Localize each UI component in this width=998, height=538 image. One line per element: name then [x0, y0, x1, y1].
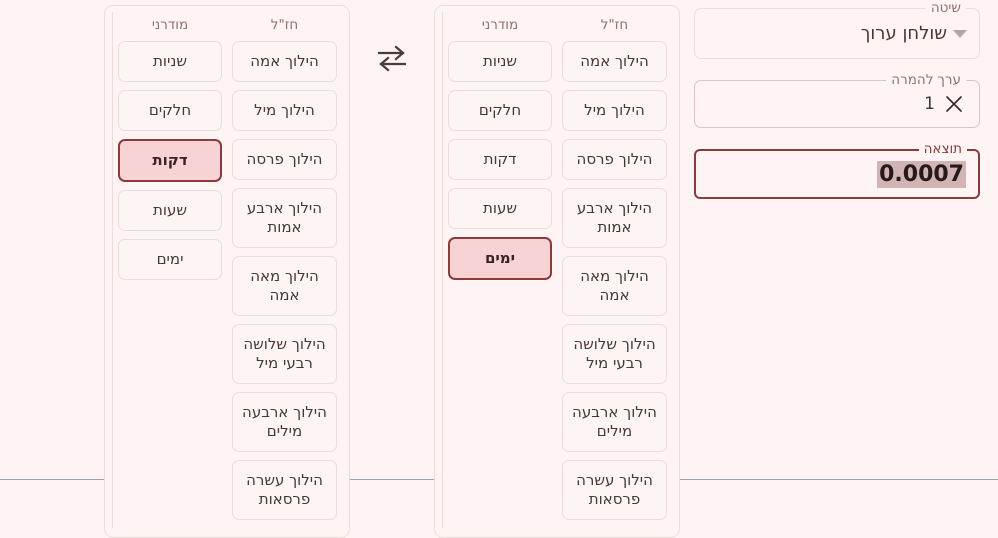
- unit-option[interactable]: ימים: [118, 239, 222, 280]
- result-field-label: תוצאה: [918, 141, 967, 157]
- swap-horizontal-icon: [375, 43, 409, 73]
- unit-option[interactable]: חלקים: [118, 90, 222, 131]
- target-modern-column: מודרני שניות חלקים דקות שעות ימים: [112, 12, 227, 528]
- unit-option[interactable]: הילוך מאה אמה: [562, 256, 667, 316]
- unit-option[interactable]: הילוך ארבעה מילים: [562, 392, 667, 452]
- unit-option[interactable]: הילוך פרסה: [232, 139, 337, 180]
- unit-option[interactable]: שניות: [448, 41, 552, 82]
- controls-column: שיטה שולחן ערוך ערך להמרה 1 תוצאה 0.0007: [680, 0, 998, 220]
- source-chazal-list: הילוך אמה הילוך מיל הילוך פרסה הילוך ארבע א…: [562, 41, 667, 528]
- target-modern-header: מודרני: [151, 17, 189, 33]
- target-chazal-header: חז"ל: [270, 17, 299, 33]
- unit-option[interactable]: ימים: [448, 237, 552, 280]
- close-icon[interactable]: [939, 89, 969, 119]
- value-input-wrapper[interactable]: ערך להמרה 1: [694, 72, 980, 128]
- value-input-label: ערך להמרה: [886, 72, 966, 88]
- unit-option[interactable]: הילוך מיל: [232, 90, 337, 131]
- unit-option[interactable]: הילוך עשרה פרסאות: [232, 460, 337, 520]
- value-input[interactable]: 1: [924, 94, 935, 114]
- unit-option[interactable]: דקות: [118, 139, 222, 182]
- unit-option[interactable]: הילוך ארבעה מילים: [232, 392, 337, 452]
- result-value-wrapper: 0.0007: [708, 160, 966, 188]
- unit-option[interactable]: הילוך ארבע אמות: [562, 188, 667, 248]
- unit-option[interactable]: הילוך פרסה: [562, 139, 667, 180]
- method-select[interactable]: שיטה שולחן ערוך: [694, 0, 980, 59]
- target-modern-list: שניות חלקים דקות שעות ימים: [118, 41, 222, 288]
- source-modern-column: מודרני שניות חלקים דקות שעות ימים: [442, 12, 557, 528]
- unit-option[interactable]: הילוך ארבע אמות: [232, 188, 337, 248]
- unit-option[interactable]: הילוך אמה: [232, 41, 337, 82]
- method-select-label: שיטה: [925, 0, 966, 16]
- converter-page: שיטה שולחן ערוך ערך להמרה 1 תוצאה 0.0007: [104, 0, 998, 538]
- target-chazal-list: הילוך אמה הילוך מיל הילוך פרסה הילוך ארבע א…: [232, 41, 337, 528]
- unit-option[interactable]: חלקים: [448, 90, 552, 131]
- unit-option[interactable]: הילוך שלושה רבעי מיל: [562, 324, 667, 384]
- unit-option[interactable]: דקות: [448, 139, 552, 180]
- source-chazal-header: חז"ל: [600, 17, 629, 33]
- unit-option[interactable]: הילוך מאה אמה: [232, 256, 337, 316]
- result-value: 0.0007: [877, 160, 966, 188]
- method-select-value: שולחן ערוך: [860, 23, 947, 44]
- unit-option[interactable]: הילוך אמה: [562, 41, 667, 82]
- unit-option[interactable]: הילוך עשרה פרסאות: [562, 460, 667, 520]
- swap-units-button[interactable]: [350, 5, 434, 73]
- chevron-down-icon[interactable]: [953, 29, 967, 38]
- unit-option[interactable]: שעות: [118, 190, 222, 231]
- unit-option[interactable]: הילוך מיל: [562, 90, 667, 131]
- source-modern-list: שניות חלקים דקות שעות ימים: [448, 41, 552, 288]
- unit-option[interactable]: שעות: [448, 188, 552, 229]
- result-field: תוצאה 0.0007: [694, 141, 980, 199]
- unit-option[interactable]: הילוך שלושה רבעי מיל: [232, 324, 337, 384]
- unit-option[interactable]: שניות: [118, 41, 222, 82]
- source-modern-header: מודרני: [481, 17, 519, 33]
